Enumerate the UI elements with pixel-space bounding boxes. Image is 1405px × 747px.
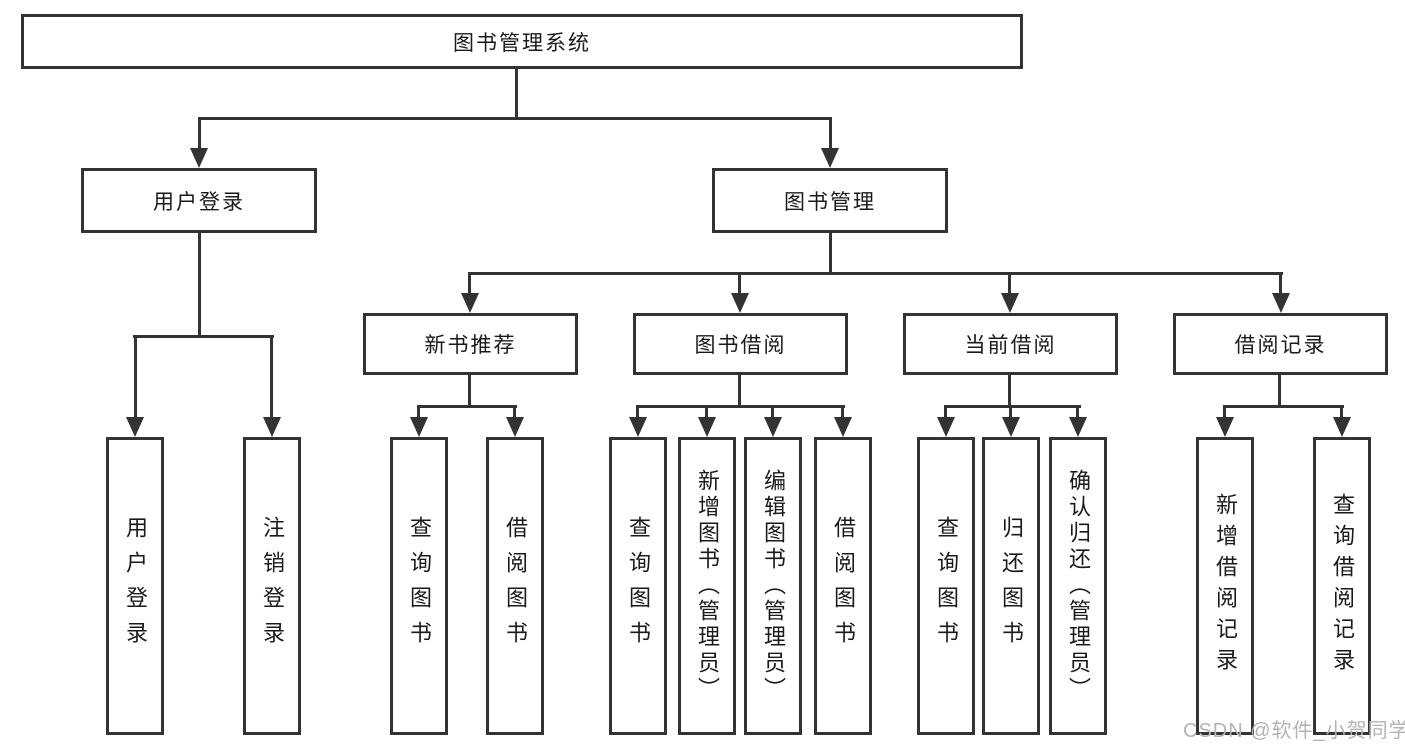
connector-vline bbox=[705, 405, 708, 421]
arrowhead-down-icon bbox=[126, 417, 144, 437]
leaf-borrow-books: 借阅图书 bbox=[486, 437, 544, 735]
arrowhead-down-icon bbox=[410, 417, 428, 437]
connector-vline bbox=[1008, 272, 1011, 297]
leaf-query-books: 查询图书 bbox=[917, 437, 975, 735]
connector-vline bbox=[738, 272, 741, 297]
arrowhead-down-icon bbox=[1002, 417, 1020, 437]
arrowhead-down-icon bbox=[1216, 417, 1234, 437]
leaf-query-borrow-record: 查询借阅记录 bbox=[1313, 437, 1371, 735]
connector-vline bbox=[1279, 272, 1282, 297]
arrowhead-down-icon bbox=[698, 417, 716, 437]
leaf-query-books: 查询图书 bbox=[609, 437, 667, 735]
connector-vline bbox=[1223, 405, 1226, 421]
leaf-edit-books-admin: 编辑图书（管理员） bbox=[744, 437, 802, 735]
node-current-borrow: 当前借阅 bbox=[903, 313, 1118, 375]
connector-vline bbox=[513, 405, 516, 421]
connector-vline bbox=[636, 405, 639, 421]
connector-vline bbox=[1278, 375, 1281, 408]
arrowhead-down-icon bbox=[506, 417, 524, 437]
node-book-borrow: 图书借阅 bbox=[633, 313, 848, 375]
arrowhead-down-icon bbox=[461, 293, 479, 313]
connector-vline bbox=[771, 405, 774, 421]
connector-vline bbox=[1076, 405, 1079, 421]
connector-vline bbox=[1340, 405, 1343, 421]
arrowhead-down-icon bbox=[821, 148, 839, 168]
arrowhead-down-icon bbox=[1069, 417, 1087, 437]
connector-vline bbox=[198, 117, 201, 151]
connector-vline bbox=[134, 335, 137, 420]
leaf-logout: 注销登录 bbox=[243, 437, 301, 735]
connector-vline bbox=[515, 69, 518, 120]
connector-vline bbox=[738, 375, 741, 408]
connector-hline bbox=[198, 117, 832, 120]
node-book-management-system: 图书管理系统 bbox=[21, 14, 1023, 69]
arrowhead-down-icon bbox=[764, 417, 782, 437]
connector-vline bbox=[841, 405, 844, 421]
connector-vline bbox=[468, 272, 471, 297]
connector-hline bbox=[133, 335, 274, 338]
arrowhead-down-icon bbox=[1001, 293, 1019, 313]
leaf-user-login: 用户登录 bbox=[106, 437, 164, 735]
csdn-watermark: CSDN @软件_小贺同学 bbox=[1183, 720, 1405, 742]
arrowhead-down-icon bbox=[731, 293, 749, 313]
arrowhead-down-icon bbox=[629, 417, 647, 437]
arrowhead-down-icon bbox=[834, 417, 852, 437]
connector-vline bbox=[944, 405, 947, 421]
connector-hline bbox=[417, 405, 517, 408]
arrowhead-down-icon bbox=[937, 417, 955, 437]
connector-vline bbox=[417, 405, 420, 421]
leaf-return-books: 归还图书 bbox=[982, 437, 1040, 735]
leaf-add-books-admin: 新增图书（管理员） bbox=[678, 437, 736, 735]
node-borrow-records: 借阅记录 bbox=[1173, 313, 1388, 375]
leaf-borrow-books: 借阅图书 bbox=[814, 437, 872, 735]
leaf-confirm-return-admin: 确认归还（管理员） bbox=[1049, 437, 1107, 735]
node-book-management: 图书管理 bbox=[712, 168, 948, 233]
connector-hline bbox=[1223, 405, 1344, 408]
connector-vline bbox=[1009, 405, 1012, 421]
node-new-book-recommend: 新书推荐 bbox=[363, 313, 578, 375]
connector-hline bbox=[469, 272, 1283, 275]
connector-vline bbox=[829, 233, 832, 275]
node-user-login: 用户登录 bbox=[81, 168, 317, 233]
leaf-query-books: 查询图书 bbox=[390, 437, 448, 735]
connector-hline bbox=[944, 405, 1081, 408]
connector-vline bbox=[829, 117, 832, 151]
leaf-add-borrow-record: 新增借阅记录 bbox=[1196, 437, 1254, 735]
arrowhead-down-icon bbox=[190, 148, 208, 168]
connector-vline bbox=[198, 233, 201, 338]
connector-vline bbox=[270, 335, 273, 420]
arrowhead-down-icon bbox=[1272, 293, 1290, 313]
arrowhead-down-icon bbox=[263, 417, 281, 437]
connector-vline bbox=[468, 375, 471, 408]
connector-hline bbox=[636, 405, 845, 408]
arrowhead-down-icon bbox=[1333, 417, 1351, 437]
connector-vline bbox=[1008, 375, 1011, 408]
